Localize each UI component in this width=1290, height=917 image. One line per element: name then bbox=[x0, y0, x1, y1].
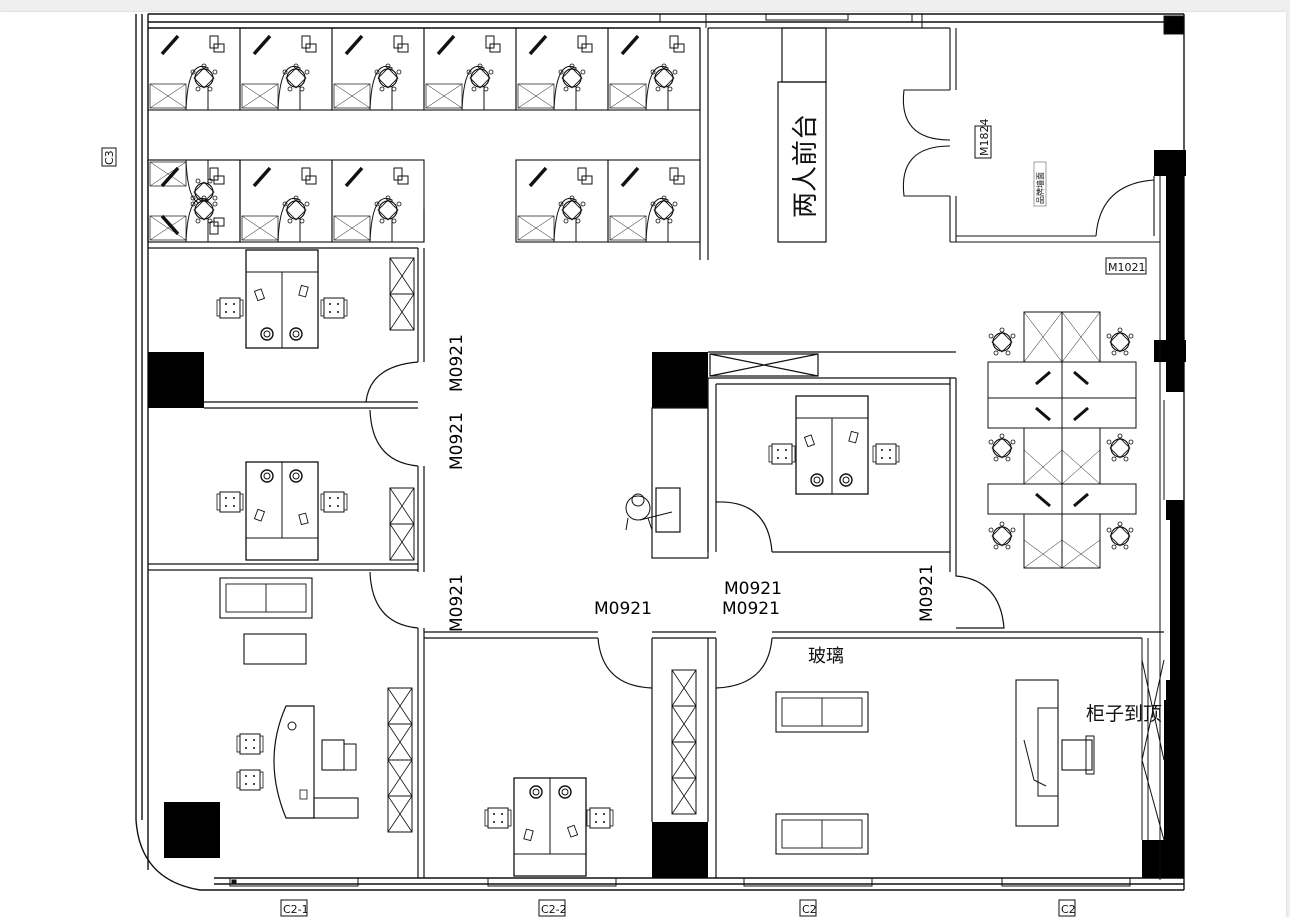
window-label-c2-1: C2-1 bbox=[283, 903, 309, 916]
column bbox=[164, 802, 220, 858]
door-tag-m1824 bbox=[974, 125, 992, 159]
bottom-office-furniture bbox=[484, 777, 614, 877]
cabinet-note: 柜子到顶 bbox=[1086, 703, 1162, 725]
small-sign-label: 品牌墙面 bbox=[1035, 172, 1045, 204]
window-tag-c2-a bbox=[799, 899, 817, 917]
office-1-furniture bbox=[216, 249, 415, 349]
column bbox=[652, 352, 708, 408]
floor-plan: M1824 品牌墙面 M1021 两人前台 bbox=[101, 13, 1186, 917]
window-tag-c2-2 bbox=[538, 899, 566, 917]
window-label-c2-2: C2-2 bbox=[541, 903, 567, 916]
corridor-shelf bbox=[671, 669, 697, 815]
office-2-furniture bbox=[216, 461, 415, 561]
door-label-m0921-center-a: M0921 bbox=[724, 579, 782, 599]
window-label-c2-a: C2 bbox=[802, 903, 817, 916]
window-tag-c2-b bbox=[1058, 899, 1076, 917]
column bbox=[652, 822, 708, 878]
reception-person bbox=[625, 493, 673, 531]
window-label-c2-b: C2 bbox=[1061, 903, 1076, 916]
window-tag-c2-1 bbox=[280, 899, 308, 917]
door-label-m1021: M1021 bbox=[1108, 261, 1146, 274]
glass-label: 玻璃 bbox=[808, 646, 844, 667]
workstations-top bbox=[148, 28, 700, 110]
workstations-right bbox=[987, 311, 1137, 569]
manager-office-furniture bbox=[768, 395, 900, 495]
column bbox=[148, 352, 204, 408]
reception-label: 两人前台 bbox=[791, 114, 821, 218]
director-office-furniture bbox=[219, 577, 413, 833]
door-label-m0921-center-b: M0921 bbox=[722, 599, 780, 619]
window-label-c3: C3 bbox=[103, 150, 116, 165]
window-tag-c3 bbox=[101, 147, 117, 167]
small-sign bbox=[1033, 161, 1047, 207]
door-label-m0921-office1: M0921 bbox=[447, 334, 467, 392]
lounge-furniture bbox=[775, 679, 1095, 855]
door-label-m0921-right: M0921 bbox=[917, 564, 937, 622]
drawing-sheet: M1824 品牌墙面 M1021 两人前台 bbox=[0, 12, 1286, 917]
door-label-m0921-office2: M0921 bbox=[447, 412, 467, 470]
door-tag-m1021 bbox=[1105, 257, 1147, 275]
door-label-m0921-bottom: M0921 bbox=[594, 599, 652, 619]
door-label-m1824: M1824 bbox=[978, 119, 991, 157]
door-label-m0921-director: M0921 bbox=[447, 574, 467, 632]
